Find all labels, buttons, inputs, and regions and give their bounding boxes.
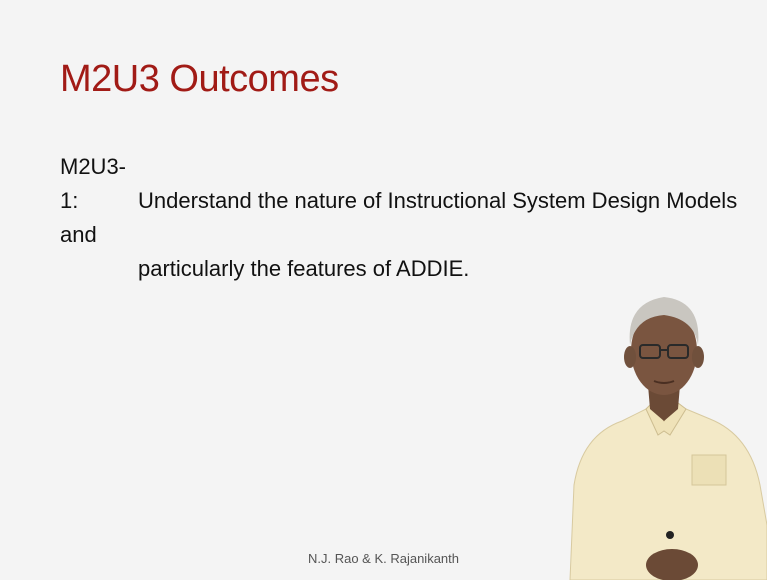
presenter-video (569, 297, 767, 580)
outcome-item: M2U3-1:Understand the nature of Instruct… (60, 150, 740, 286)
outcome-code: M2U3-1: (60, 154, 127, 213)
slide-title: M2U3 Outcomes (60, 58, 339, 100)
outcome-text-line-1: Understand the nature of Instructional S… (60, 188, 738, 247)
slide-footer: N.J. Rao & K. Rajanikanth (307, 551, 460, 566)
outcome-text-line-2: particularly the features of ADDIE. (138, 256, 470, 281)
